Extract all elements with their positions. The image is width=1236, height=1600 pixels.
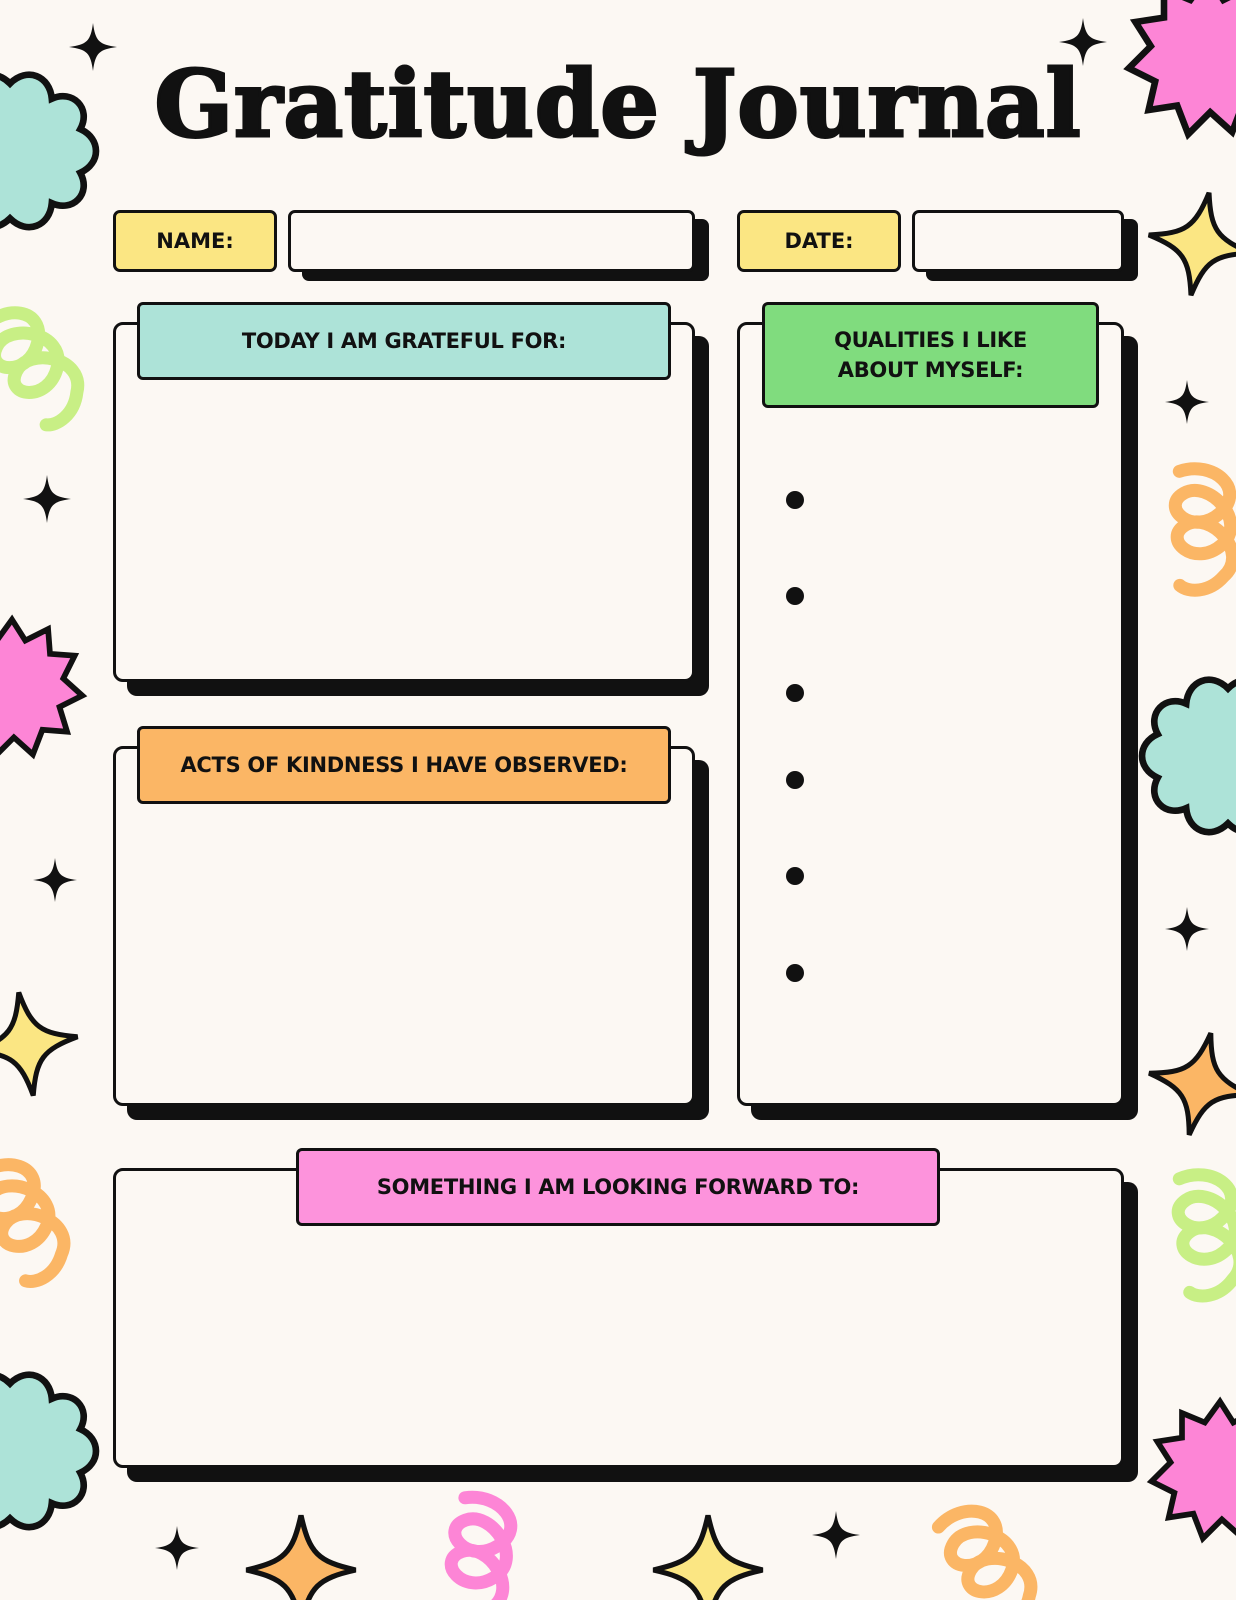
name-field[interactable] xyxy=(288,210,695,272)
forward-header: SOMETHING I AM LOOKING FORWARD TO: xyxy=(296,1148,940,1226)
date-label: DATE: xyxy=(737,210,901,272)
bullet-6 xyxy=(786,964,804,982)
page-title: Gratitude Journal xyxy=(153,50,1082,158)
grateful-header: TODAY I AM GRATEFUL FOR: xyxy=(137,302,671,380)
kindness-header: ACTS OF KINDNESS I HAVE OBSERVED: xyxy=(137,726,671,804)
qualities-header-line1: QUALITIES I LIKE xyxy=(834,327,1027,352)
date-field[interactable] xyxy=(912,210,1124,272)
name-label: NAME: xyxy=(113,210,277,272)
bullet-5 xyxy=(786,867,804,885)
qualities-header: QUALITIES I LIKE ABOUT MYSELF: xyxy=(762,302,1099,408)
bullet-3 xyxy=(786,684,804,702)
bullet-4 xyxy=(786,771,804,789)
qualities-header-line2: ABOUT MYSELF: xyxy=(837,358,1024,382)
kindness-box[interactable] xyxy=(113,746,695,1106)
qualities-box[interactable] xyxy=(737,322,1124,1106)
bullet-1 xyxy=(786,491,804,509)
bullet-2 xyxy=(786,587,804,605)
grateful-box[interactable] xyxy=(113,322,695,682)
